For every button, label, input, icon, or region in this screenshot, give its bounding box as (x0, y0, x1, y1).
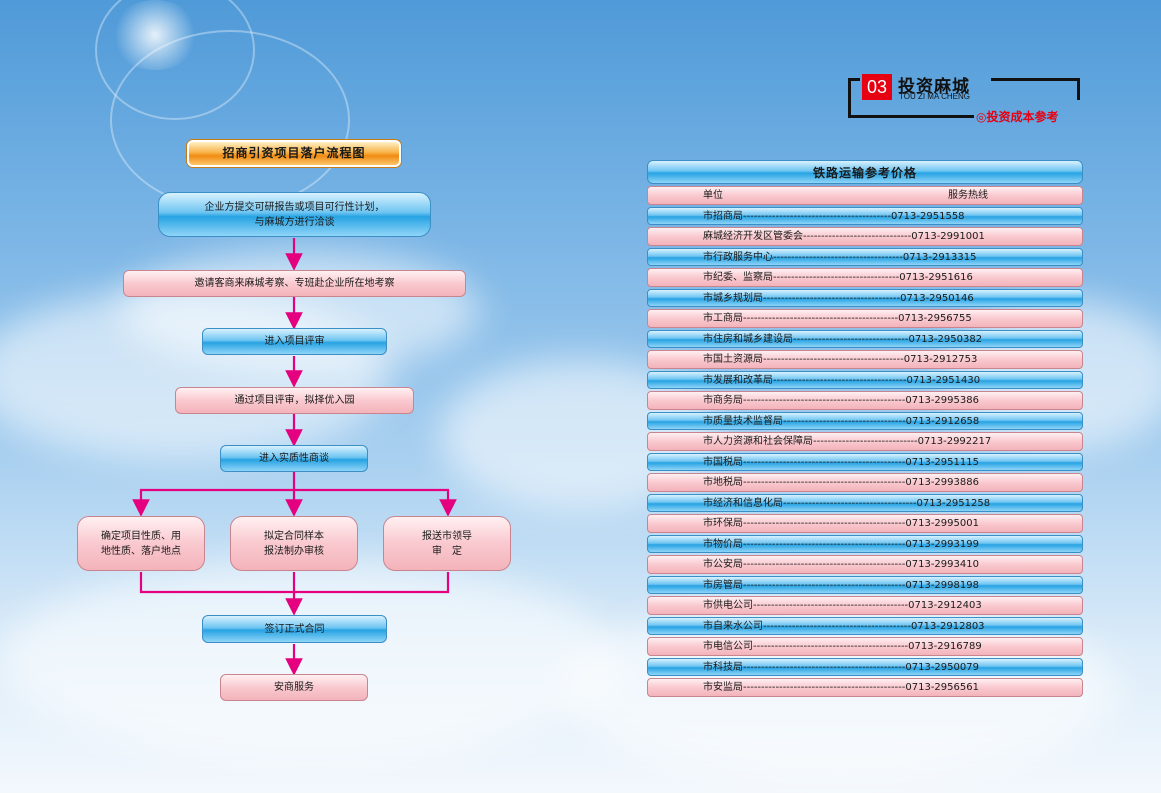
flow-step-sign-contract: 签订正式合同 (202, 615, 387, 643)
table-row-text: 市国税局------------------------------------… (703, 456, 979, 468)
table-row: 市自来水公司----------------------------------… (647, 616, 1083, 635)
table-row: 市地税局------------------------------------… (647, 473, 1083, 492)
section-tag: ◎投资成本参考 (976, 110, 1059, 124)
table-row-text: 麻城经济开发区管委会------------------------------… (703, 231, 985, 242)
table-row: 市公安局------------------------------------… (647, 555, 1083, 574)
table-row: 市环保局------------------------------------… (647, 514, 1083, 533)
table-row: 市房管局------------------------------------… (647, 575, 1083, 594)
table-row: 市招商局------------------------------------… (647, 206, 1083, 225)
table-row-text: 市招商局------------------------------------… (703, 210, 965, 222)
table-row-text: 市科技局------------------------------------… (703, 661, 979, 673)
table-row: 市城乡规划局----------------------------------… (647, 288, 1083, 307)
flow-branch-project-nature: 确定项目性质、用 地性质、落户地点 (77, 516, 205, 571)
table-row: 市物价局------------------------------------… (647, 534, 1083, 553)
table-body: 市招商局------------------------------------… (647, 206, 1083, 697)
table-row: 市人力资源和社会保障局-----------------------------… (647, 432, 1083, 451)
flow-branch-text: 报送市领导 (422, 530, 472, 542)
section-subtitle: TOU ZI MA CHENG (899, 92, 970, 101)
table-row: 市纪委、监察局---------------------------------… (647, 268, 1083, 287)
section-number: 03 (862, 74, 892, 100)
logo-frame-line (991, 78, 1080, 81)
table-row-text: 市安监局------------------------------------… (703, 682, 979, 693)
table-row-text: 市城乡规划局----------------------------------… (703, 292, 974, 304)
table-row-text: 市纪委、监察局---------------------------------… (703, 272, 973, 283)
table-row-text: 市环保局------------------------------------… (703, 518, 979, 529)
hotline-table: 铁路运输参考价格 单位 服务热线 市招商局-------------------… (647, 160, 1083, 699)
flow-step-negotiation: 进入实质性商谈 (220, 445, 368, 472)
logo-frame-line (848, 115, 974, 118)
table-row-text: 市住房和城乡建设局-------------------------------… (703, 333, 983, 345)
logo-frame-line (848, 78, 851, 118)
flow-branch-text: 拟定合同样本 (264, 530, 324, 542)
table-row: 市科技局------------------------------------… (647, 657, 1083, 676)
table-row-text: 市人力资源和社会保障局-----------------------------… (703, 436, 992, 447)
flow-step-text: 企业方提交可研报告或项目可行性计划， (204, 201, 385, 213)
table-header-unit: 单位 (703, 190, 723, 201)
flow-branch-text: 确定项目性质、用 (101, 530, 181, 542)
flow-step-submit-report: 企业方提交可研报告或项目可行性计划， 与麻城方进行洽谈 (158, 192, 431, 237)
table-row-text: 市供电公司-----------------------------------… (703, 600, 982, 611)
table-row: 市供电公司-----------------------------------… (647, 596, 1083, 615)
section-title: 投资麻城 (898, 77, 970, 97)
logo-frame-line (848, 78, 860, 81)
table-row: 市工商局------------------------------------… (647, 309, 1083, 328)
flow-step-project-review: 进入项目评审 (202, 328, 387, 355)
flow-branch-text: 报法制办审核 (264, 545, 324, 557)
logo-frame-line (1077, 78, 1080, 100)
table-row-text: 市物价局------------------------------------… (703, 538, 979, 550)
table-row: 市经济和信息化局--------------------------------… (647, 493, 1083, 512)
table-row: 市国土资源局----------------------------------… (647, 350, 1083, 369)
table-row: 市行政服务中心---------------------------------… (647, 247, 1083, 266)
flow-step-service: 安商服务 (220, 674, 368, 701)
flow-branch-text: 地性质、落户地点 (101, 545, 181, 557)
table-row-text: 市房管局------------------------------------… (703, 579, 979, 591)
table-header-hotline: 服务热线 (948, 190, 988, 201)
section-logo: 03 投资麻城 TOU ZI MA CHENG ◎投资成本参考 (846, 74, 1086, 126)
flow-branch-contract-draft: 拟定合同样本 报法制办审核 (230, 516, 358, 571)
flow-branch-leader-approval: 报送市领导 审 定 (383, 516, 511, 571)
table-row-text: 市商务局------------------------------------… (703, 395, 979, 406)
table-row: 麻城经济开发区管委会------------------------------… (647, 227, 1083, 246)
table-row: 市质量技术监督局--------------------------------… (647, 411, 1083, 430)
table-header-row: 单位 服务热线 (647, 186, 1083, 205)
table-row-text: 市发展和改革局---------------------------------… (703, 374, 981, 386)
table-row-text: 市国土资源局----------------------------------… (703, 354, 978, 365)
table-row-text: 市工商局------------------------------------… (703, 313, 972, 324)
table-row-text: 市电信公司-----------------------------------… (703, 641, 982, 652)
background-cloud (0, 560, 620, 760)
table-row-text: 市地税局------------------------------------… (703, 477, 979, 488)
table-row: 市发展和改革局---------------------------------… (647, 370, 1083, 389)
flow-step-text: 与麻城方进行洽谈 (254, 216, 335, 228)
table-title: 铁路运输参考价格 (647, 160, 1083, 184)
table-row-text: 市质量技术监督局--------------------------------… (703, 415, 980, 427)
flow-step-inspection: 邀请客商来麻城考察、专班赴企业所在地考察 (123, 270, 466, 297)
table-row-text: 市经济和信息化局--------------------------------… (703, 497, 991, 509)
table-row: 市国税局------------------------------------… (647, 452, 1083, 471)
table-row: 市商务局------------------------------------… (647, 391, 1083, 410)
table-row-text: 市行政服务中心---------------------------------… (703, 251, 977, 263)
flow-branch-text: 审 定 (432, 545, 462, 557)
flow-step-pass-review: 通过项目评审，拟择优入园 (175, 387, 414, 414)
table-row-text: 市公安局------------------------------------… (703, 559, 979, 570)
table-row: 市住房和城乡建设局-------------------------------… (647, 329, 1083, 348)
flowchart-title: 招商引资项目落户流程图 (187, 140, 401, 167)
table-row: 市安监局------------------------------------… (647, 678, 1083, 697)
table-row: 市电信公司-----------------------------------… (647, 637, 1083, 656)
table-row-text: 市自来水公司----------------------------------… (703, 620, 985, 632)
